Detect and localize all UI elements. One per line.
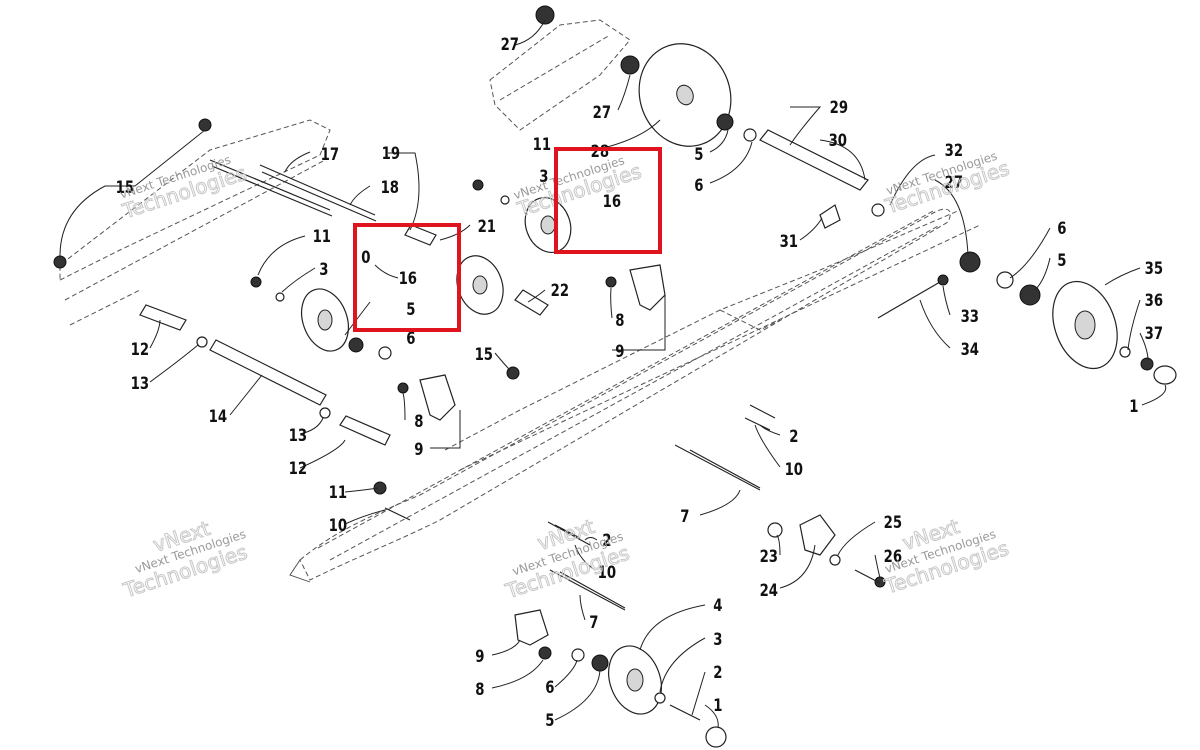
label-0: 0 <box>361 247 370 267</box>
watermark-lower-left: vNext vNext Technologies Technologies <box>119 515 251 603</box>
label-13-left: 13 <box>131 373 149 393</box>
label-27-mid: 27 <box>593 102 611 122</box>
label-11-left: 11 <box>313 226 331 246</box>
label-16-left: 16 <box>399 268 417 288</box>
label-12-left: 12 <box>131 339 149 359</box>
label-29: 29 <box>830 97 848 117</box>
label-28: 28 <box>591 141 609 161</box>
front-slide-rail <box>289 208 951 583</box>
label-8-left: 8 <box>414 411 423 431</box>
label-1-bottom: 1 <box>713 695 722 715</box>
highlight-box-left <box>353 223 461 332</box>
label-2-lower: 2 <box>602 530 611 550</box>
rear-slide-rail <box>59 119 331 326</box>
label-11-lower: 11 <box>329 482 347 502</box>
label-15-mid: 15 <box>475 344 493 364</box>
label-23: 23 <box>760 546 778 566</box>
watermark-upper-mid: vNext Technologies Technologies <box>512 153 645 222</box>
label-15-left: 15 <box>116 177 134 197</box>
label-9-left: 9 <box>414 439 423 459</box>
label-36: 36 <box>1145 290 1163 310</box>
label-32: 32 <box>945 140 963 160</box>
label-16-highlighted: 16 <box>603 191 621 211</box>
label-5-lower: 5 <box>545 710 554 730</box>
label-3-upper: 3 <box>539 166 548 186</box>
label-6-right: 6 <box>1057 218 1066 238</box>
label-8-mid: 8 <box>615 310 624 330</box>
label-14: 14 <box>209 406 227 426</box>
label-4: 4 <box>713 595 722 615</box>
label-11-upper: 11 <box>533 134 551 154</box>
label-3-lower: 3 <box>713 629 722 649</box>
label-30: 30 <box>829 130 847 150</box>
label-3-left: 3 <box>319 259 328 279</box>
label-22: 22 <box>551 280 569 300</box>
label-35: 35 <box>1145 258 1163 278</box>
leader-lines <box>59 19 1167 729</box>
label-6-left: 6 <box>406 328 415 348</box>
label-17: 17 <box>321 144 339 164</box>
label-25: 25 <box>884 512 902 532</box>
label-8-lower: 8 <box>475 679 484 699</box>
label-21: 21 <box>478 216 496 236</box>
label-27-upper: 27 <box>501 34 519 54</box>
label-5-left: 5 <box>406 299 415 319</box>
part-labels: 27 27 28 29 30 32 27 11 3 16 5 6 31 6 5 … <box>116 34 1163 730</box>
label-2-mid: 2 <box>789 426 798 446</box>
label-37: 37 <box>1145 323 1163 343</box>
shafts <box>139 129 941 611</box>
center-cross-frame <box>444 209 981 471</box>
label-34: 34 <box>961 339 979 359</box>
watermark-upper-left: vNext Technologies Technologies <box>118 152 250 224</box>
label-7-lower: 7 <box>589 612 598 632</box>
label-33: 33 <box>961 306 979 326</box>
label-2-bottom: 2 <box>713 662 722 682</box>
label-5-right: 5 <box>1057 250 1066 270</box>
label-12-mid: 12 <box>289 458 307 478</box>
label-6-lower: 6 <box>545 677 554 697</box>
label-24: 24 <box>760 580 778 600</box>
idler-wheels <box>301 43 1118 715</box>
highlight-boxes <box>353 147 662 332</box>
label-10-lower: 10 <box>598 562 616 582</box>
label-19: 19 <box>382 143 400 163</box>
label-6-upper: 6 <box>694 175 703 195</box>
label-27-right: 27 <box>945 172 963 192</box>
label-9-lower: 9 <box>475 646 484 666</box>
hardware <box>53 5 1177 748</box>
watermark-lower-mid: vNext vNext Technologies Technologies <box>501 514 633 604</box>
label-10-left: 10 <box>329 515 347 535</box>
label-7-mid: 7 <box>680 506 689 526</box>
upper-bracket-rail <box>489 19 631 131</box>
label-18: 18 <box>381 177 399 197</box>
label-9-mid: 9 <box>615 341 624 361</box>
label-26: 26 <box>884 546 902 566</box>
label-13-mid: 13 <box>289 425 307 445</box>
label-31: 31 <box>780 231 798 251</box>
label-5-upper: 5 <box>694 144 703 164</box>
label-10-mid: 10 <box>785 459 803 479</box>
highlight-box-center <box>554 147 662 254</box>
label-1-right: 1 <box>1129 396 1138 416</box>
